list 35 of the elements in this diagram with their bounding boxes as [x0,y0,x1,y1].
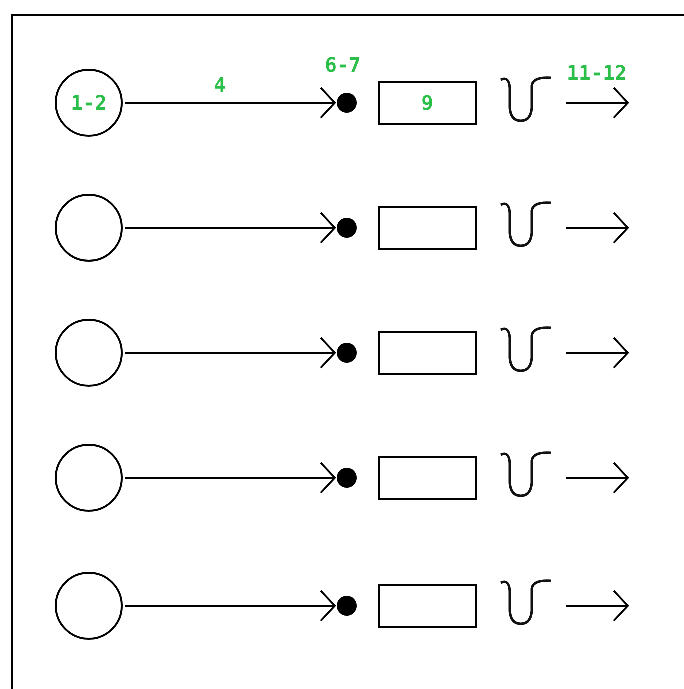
rectangle-node [378,584,477,628]
step-number: 1-2 [70,93,108,113]
u-curve-drawing [500,579,552,625]
dot-node [337,596,357,616]
dot-node [337,218,357,238]
step-number: 6-7 [324,55,362,75]
edge-label: 4 [212,75,228,95]
arrow [125,462,336,494]
rectangle-node [378,81,477,125]
arrow [566,462,629,494]
arrow [566,337,629,369]
arrow [566,212,629,244]
arrow [125,337,336,369]
dot-node [337,468,357,488]
step-number: 9 [421,93,434,113]
arrow [125,87,336,119]
dot-node [337,343,357,363]
u-curve-drawing [500,326,552,372]
u-curve-drawing [500,451,552,497]
edge-label: 11-12 [566,63,628,83]
circle-node [55,444,123,512]
arrow [566,87,629,119]
u-curve-drawing [500,76,552,122]
u-curve-drawing [500,201,552,247]
arrow [125,212,336,244]
rectangle-node [378,206,477,250]
circle-node [55,319,123,387]
dot-node [337,93,357,113]
circle-node [55,194,123,262]
rectangle-node [378,456,477,500]
rectangle-node [378,331,477,375]
arrow [125,590,336,622]
arrow [566,590,629,622]
circle-node [55,572,123,640]
circle-node [55,69,123,137]
